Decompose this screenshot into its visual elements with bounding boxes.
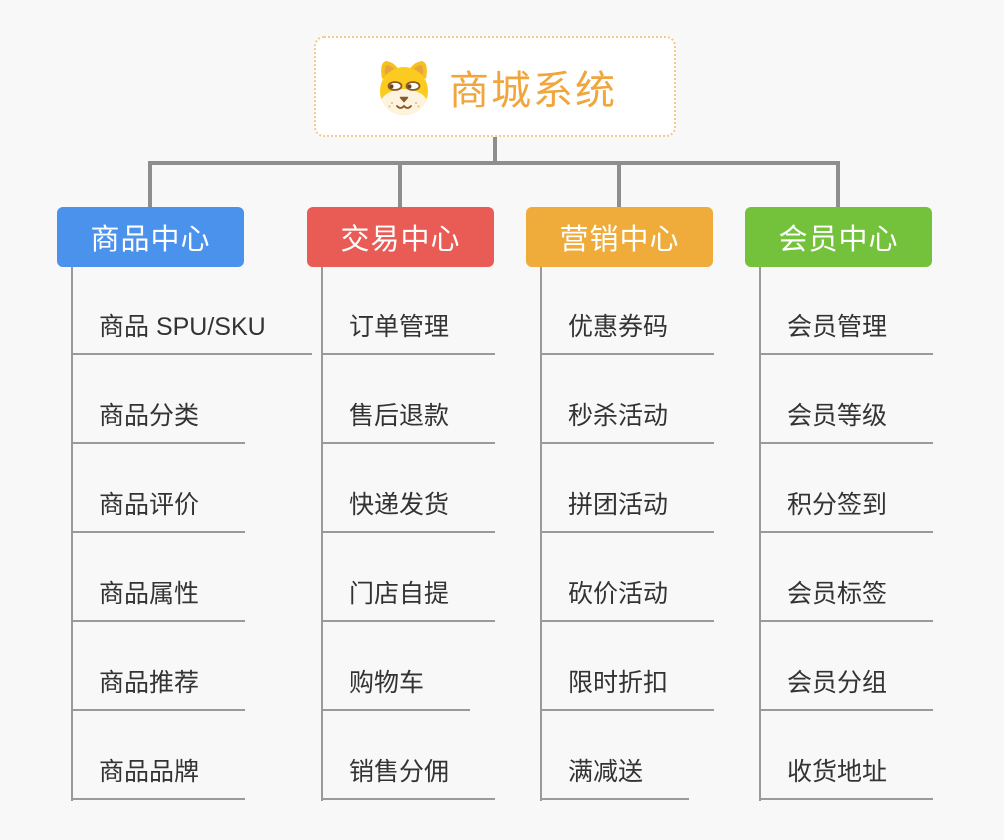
connector-drop-member bbox=[836, 165, 840, 207]
branch-node-marketing-center[interactable]: 营销中心 bbox=[526, 207, 713, 267]
column-line-trade bbox=[321, 267, 323, 801]
item-full-reduction[interactable]: 满减送 bbox=[540, 756, 690, 800]
child-column-trade: 订单管理 售后退款 快递发货 门店自提 购物车 销售分佣 bbox=[321, 267, 601, 807]
item-member-group[interactable]: 会员分组 bbox=[759, 667, 934, 711]
child-column-marketing: 优惠券码 秒杀活动 拼团活动 砍价活动 限时折扣 满减送 bbox=[540, 267, 820, 807]
item-product-attribute[interactable]: 商品属性 bbox=[71, 578, 246, 622]
child-column-product: 商品 SPU/SKU 商品分类 商品评价 商品属性 商品推荐 商品品牌 bbox=[71, 267, 351, 807]
item-store-pickup[interactable]: 门店自提 bbox=[321, 578, 496, 622]
root-node-mall-system[interactable]: 商城系统 bbox=[314, 36, 676, 137]
connector-drop-marketing bbox=[617, 165, 621, 207]
branch-node-product-center[interactable]: 商品中心 bbox=[57, 207, 244, 267]
item-group-buy[interactable]: 拼团活动 bbox=[540, 489, 715, 533]
item-product-brand[interactable]: 商品品牌 bbox=[71, 756, 246, 800]
item-coupon-code[interactable]: 优惠券码 bbox=[540, 311, 715, 355]
item-product-review[interactable]: 商品评价 bbox=[71, 489, 246, 533]
root-title: 商城系统 bbox=[449, 68, 617, 113]
column-line-member bbox=[759, 267, 761, 801]
connector-root-stub bbox=[493, 137, 497, 163]
item-member-level[interactable]: 会员等级 bbox=[759, 400, 934, 444]
item-after-sale-refund[interactable]: 售后退款 bbox=[321, 400, 496, 444]
connector-drop-product bbox=[148, 165, 152, 207]
item-sales-commission[interactable]: 销售分佣 bbox=[321, 756, 496, 800]
item-product-recommend[interactable]: 商品推荐 bbox=[71, 667, 246, 711]
item-limited-time-discount[interactable]: 限时折扣 bbox=[540, 667, 715, 711]
dog-icon bbox=[380, 60, 428, 115]
item-bargain-activity[interactable]: 砍价活动 bbox=[540, 578, 715, 622]
branch-node-member-center[interactable]: 会员中心 bbox=[745, 207, 932, 267]
connector-drop-trade bbox=[398, 165, 402, 207]
item-flash-sale[interactable]: 秒杀活动 bbox=[540, 400, 715, 444]
item-express-delivery[interactable]: 快递发货 bbox=[321, 489, 496, 533]
item-order-management[interactable]: 订单管理 bbox=[321, 311, 496, 355]
item-points-checkin[interactable]: 积分签到 bbox=[759, 489, 934, 533]
child-column-member: 会员管理 会员等级 积分签到 会员标签 会员分组 收货地址 bbox=[759, 267, 1004, 807]
branch-node-trade-center[interactable]: 交易中心 bbox=[307, 207, 494, 267]
connector-bus bbox=[148, 161, 840, 165]
column-line-product bbox=[71, 267, 73, 801]
item-shopping-cart[interactable]: 购物车 bbox=[321, 667, 471, 711]
item-member-tag[interactable]: 会员标签 bbox=[759, 578, 934, 622]
item-product-spu-sku[interactable]: 商品 SPU/SKU bbox=[71, 311, 312, 355]
item-product-category[interactable]: 商品分类 bbox=[71, 400, 246, 444]
item-member-management[interactable]: 会员管理 bbox=[759, 311, 934, 355]
item-shipping-address[interactable]: 收货地址 bbox=[759, 756, 934, 800]
column-line-marketing bbox=[540, 267, 542, 801]
